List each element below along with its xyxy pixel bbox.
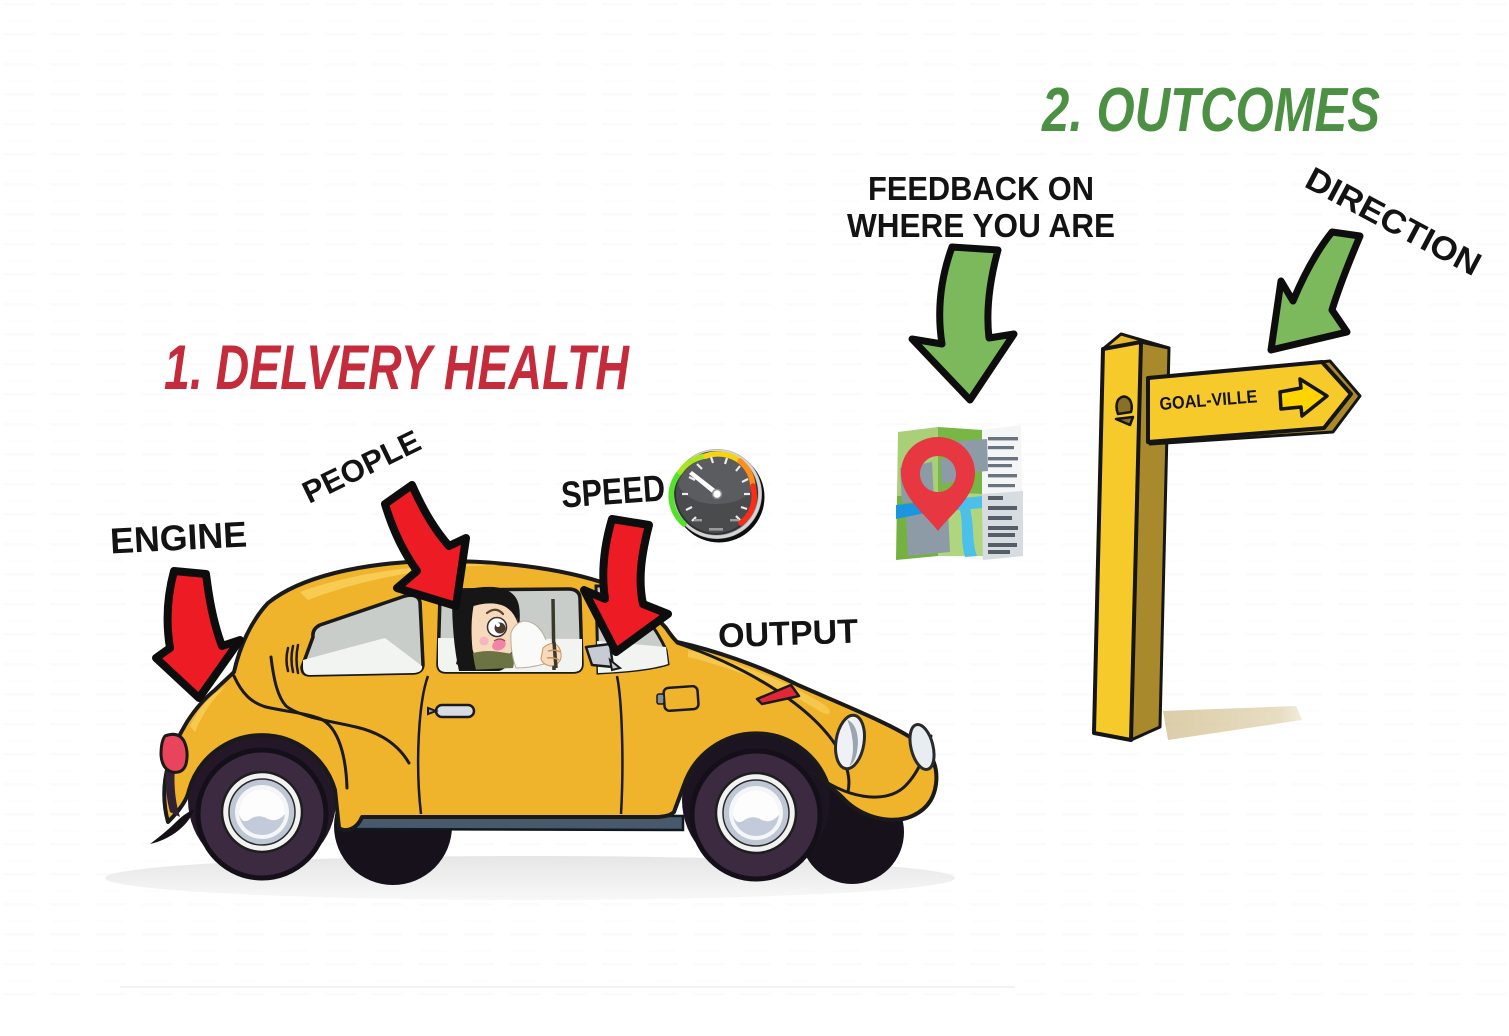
svg-text:1. DELVERY HEALTH: 1. DELVERY HEALTH	[164, 333, 630, 403]
svg-text:ENGINE: ENGINE	[109, 513, 248, 561]
svg-text:SPEED: SPEED	[560, 467, 667, 515]
svg-text:FEEDBACK ON: FEEDBACK ON	[868, 170, 1094, 207]
svg-text:WHERE YOU ARE: WHERE YOU ARE	[847, 207, 1115, 244]
svg-text:2. OUTCOMES: 2. OUTCOMES	[1041, 76, 1380, 145]
svg-text:OUTPUT: OUTPUT	[717, 613, 858, 656]
